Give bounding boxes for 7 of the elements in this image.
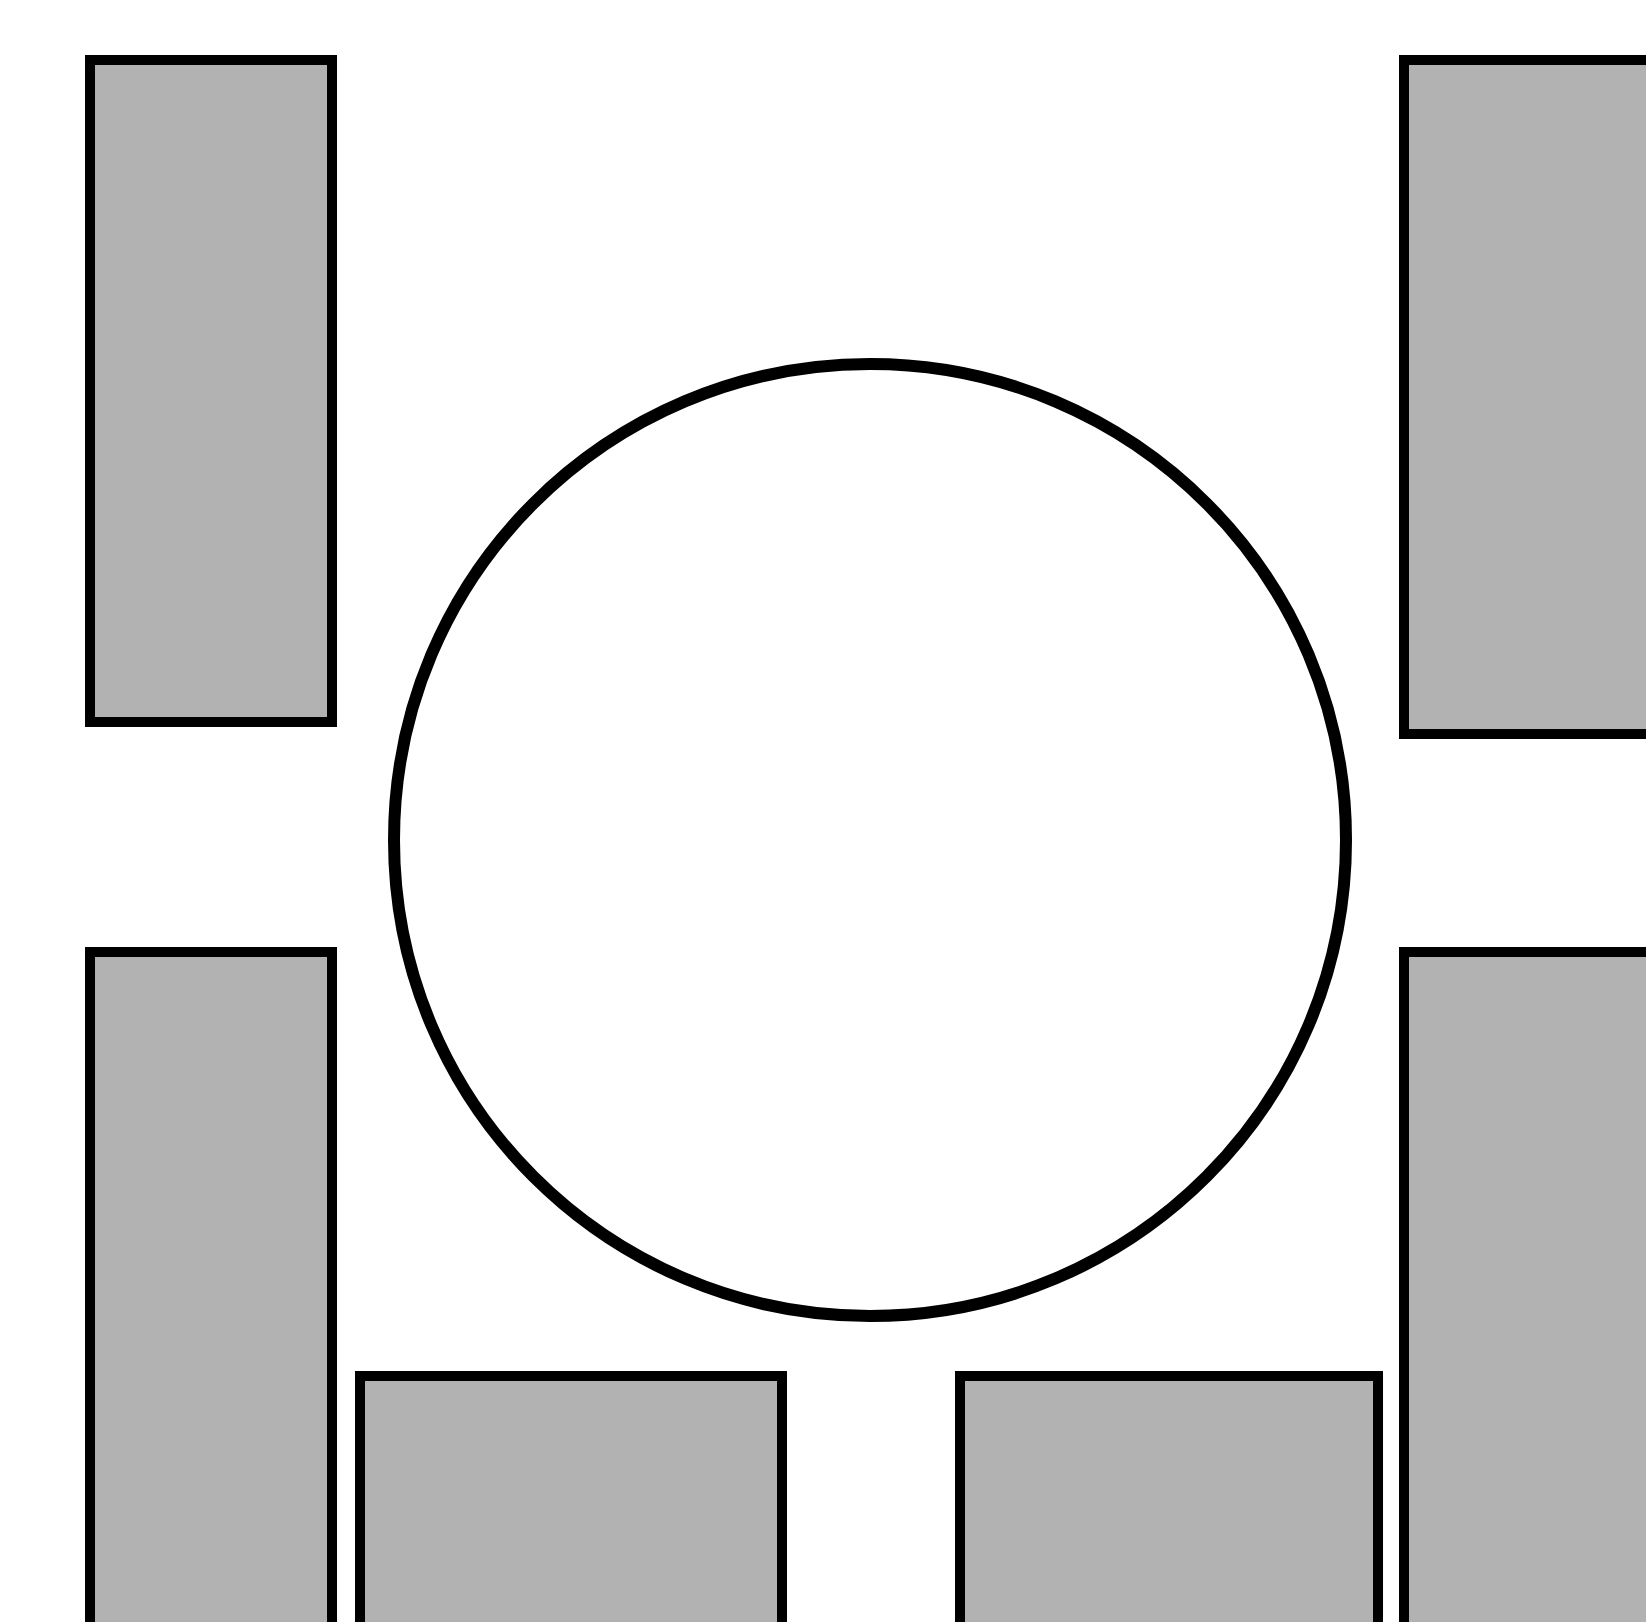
- shaded-block: [85, 55, 337, 727]
- shaded-block: [955, 1371, 1383, 1622]
- shaded-block: [85, 947, 337, 1622]
- circle: [388, 358, 1352, 1322]
- shaded-block: [1399, 947, 1646, 1622]
- shaded-block: [1399, 55, 1646, 739]
- shaded-block: [355, 1371, 787, 1622]
